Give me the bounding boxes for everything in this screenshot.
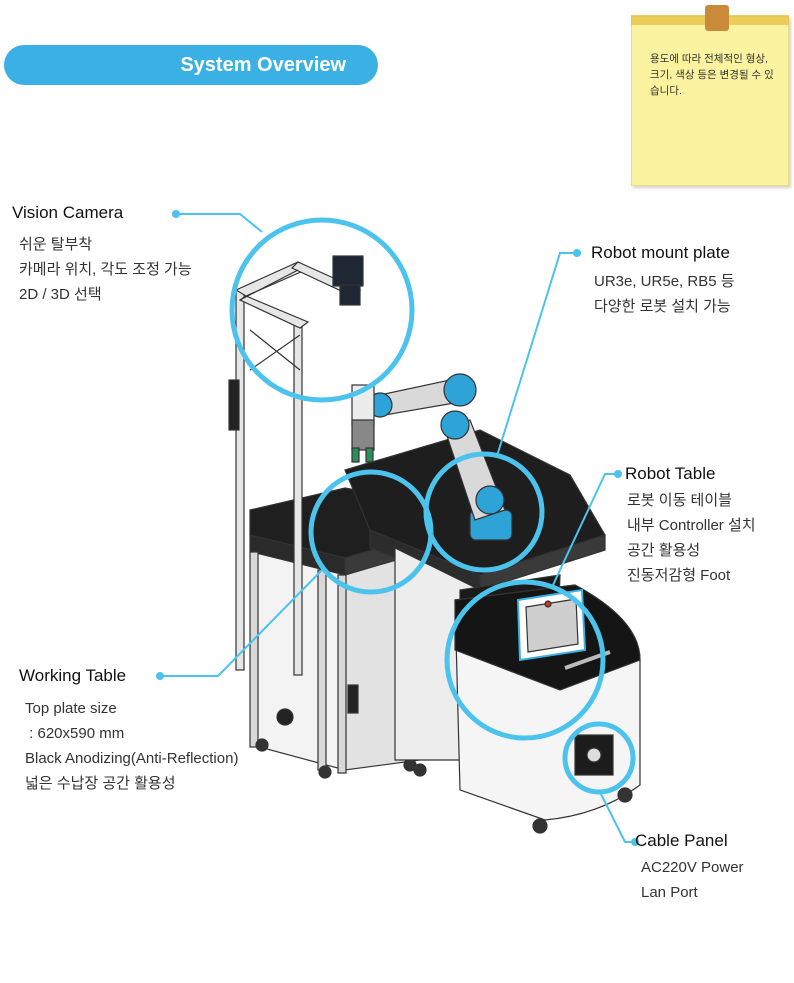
robot-mount-dot xyxy=(573,249,581,257)
callout-line: 로봇 이동 테이블 xyxy=(627,492,732,509)
section-title: System Overview xyxy=(180,53,346,76)
callout-line: 카메라 위치, 각도 조정 가능 xyxy=(19,261,192,278)
vision-camera-leader xyxy=(176,213,263,233)
robot-table-highlight xyxy=(444,579,606,741)
callout-line: Lan Port xyxy=(641,884,698,901)
callout-line: 내부 Controller 설치 xyxy=(627,517,756,534)
note-clip-icon xyxy=(705,5,729,31)
cable-panel-dot xyxy=(631,838,639,846)
callout-lines: Top plate size : 620x590 mm Black Anodiz… xyxy=(19,696,238,796)
working-table-dot xyxy=(156,672,164,680)
callout-working-table: Working Table Top plate size : 620x590 m… xyxy=(19,665,238,796)
callout-vision-camera: Vision Camera 쉬운 탈부착 카메라 위치, 각도 조정 가능 2D… xyxy=(12,202,192,307)
callout-title: Robot Table xyxy=(625,464,716,483)
callout-lines: UR3e, UR5e, RB5 등 다양한 로봇 설치 가능 xyxy=(591,269,735,319)
note-text: 용도에 따라 전체적인 형상, 크기, 색상 등은 변경될 수 있습니다. xyxy=(650,53,774,97)
robot-table-leader xyxy=(552,473,618,586)
callout-cable-panel: Cable Panel AC220V Power Lan Port xyxy=(635,830,744,905)
robot-table-dot xyxy=(614,470,622,478)
callout-line: AC220V Power xyxy=(641,859,744,876)
callout-title: Vision Camera xyxy=(12,203,124,222)
robot-mount-leader xyxy=(496,252,577,457)
callout-line: 진동저감형 Foot xyxy=(627,567,731,584)
vision-camera-dot xyxy=(172,210,180,218)
working-table-leader xyxy=(160,569,323,677)
section-title-pill: System Overview xyxy=(4,45,378,85)
callout-title: Cable Panel xyxy=(635,831,728,850)
working-table-highlight xyxy=(308,469,434,595)
vision-camera-frame-illustration xyxy=(228,255,364,676)
callout-title: Robot mount plate xyxy=(591,243,730,262)
callout-line: : 620x590 mm xyxy=(25,725,125,742)
callout-title: Working Table xyxy=(19,666,127,685)
callout-line: 공간 활용성 xyxy=(627,542,701,559)
callout-line: 다양한 로봇 설치 가능 xyxy=(594,298,731,315)
callout-line: 2D / 3D 선택 xyxy=(19,286,102,303)
robot-arm-illustration xyxy=(351,373,513,541)
sticky-note: 용도에 따라 전체적인 형상, 크기, 색상 등은 변경될 수 있습니다. xyxy=(631,5,789,186)
vision-camera-highlight xyxy=(229,217,415,403)
callout-line: 쉬운 탈부착 xyxy=(19,236,93,253)
callout-lines: 쉬운 탈부착 카메라 위치, 각도 조정 가능 2D / 3D 선택 xyxy=(12,232,192,307)
robot-table-illustration xyxy=(344,429,641,834)
callout-line: UR3e, UR5e, RB5 등 xyxy=(594,273,735,290)
callout-line: Top plate size xyxy=(25,700,117,717)
callout-line: Black Anodizing(Anti-Reflection) xyxy=(25,750,239,767)
callout-robot-table: Robot Table 로봇 이동 테이블 내부 Controller 설치 공… xyxy=(625,463,756,588)
callout-line: 넓은 수납장 공간 활용성 xyxy=(25,775,176,792)
callout-robot-mount-plate: Robot mount plate UR3e, UR5e, RB5 등 다양한 … xyxy=(591,242,735,319)
callout-lines: 로봇 이동 테이블 내부 Controller 설치 공간 활용성 진동저감형 … xyxy=(625,488,756,588)
callout-lines: AC220V Power Lan Port xyxy=(635,855,744,905)
